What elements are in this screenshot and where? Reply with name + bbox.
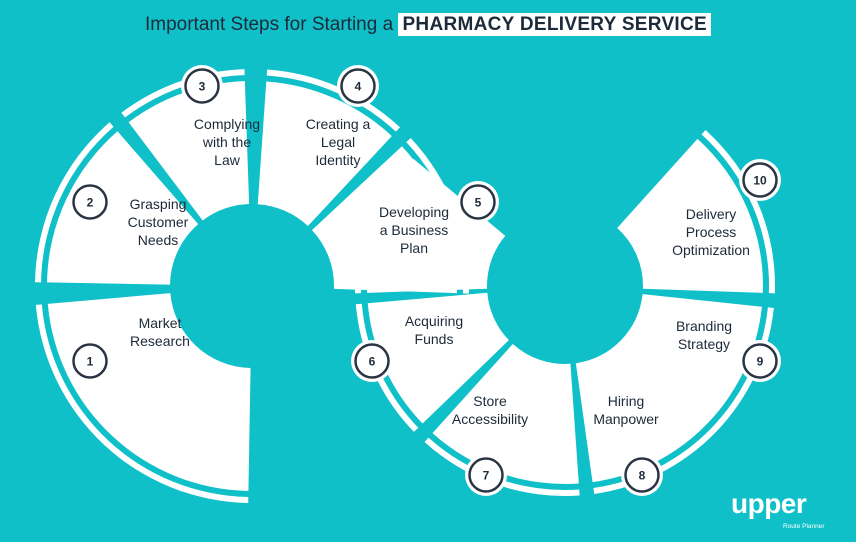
step-label-line: Branding xyxy=(676,318,732,334)
step-badge-5: 5 xyxy=(457,181,499,223)
upper-logo: upper Route Planner xyxy=(731,488,831,532)
step-label-line: Delivery xyxy=(686,206,737,222)
step-band-4 xyxy=(266,69,400,132)
step-band-6 xyxy=(355,151,409,294)
step-label-line: Identity xyxy=(315,152,360,168)
badge-ring xyxy=(340,68,376,104)
step-badge-7: 7 xyxy=(465,454,507,496)
step-segment-6 xyxy=(366,158,506,293)
badge-number: 7 xyxy=(483,469,490,483)
step-label-line: Research xyxy=(130,333,190,349)
step-label-line: Creating a xyxy=(306,116,371,132)
step-badge-4: 4 xyxy=(337,65,379,107)
step-label-line: Process xyxy=(686,224,737,240)
step-segment-9 xyxy=(575,294,762,483)
badge-number: 9 xyxy=(757,355,764,369)
step-segment-10 xyxy=(617,138,764,293)
badge-number: 1 xyxy=(87,355,94,369)
title-highlight: PHARMACY DELIVERY SERVICE xyxy=(398,13,711,36)
step-label-line: Developing xyxy=(379,204,449,220)
step-segment-7 xyxy=(367,292,509,424)
step-badge-3: 3 xyxy=(181,65,223,107)
step-segment-4 xyxy=(257,81,392,227)
step-label-line: Legal xyxy=(321,134,355,150)
step-badge-2: 2 xyxy=(69,181,111,223)
step-label-line: Acquiring xyxy=(405,313,463,329)
badge-ring xyxy=(72,343,108,379)
step-label-line: Law xyxy=(214,152,241,168)
step-badge-9: 9 xyxy=(739,340,781,382)
step-segment-8 xyxy=(432,343,579,485)
logo-word: upper xyxy=(731,488,807,519)
badge-ring xyxy=(742,343,778,379)
step-band-10 xyxy=(701,129,775,294)
step-label-line: Strategy xyxy=(678,336,730,352)
step-label-line: Store xyxy=(473,393,507,409)
step-label-line: Complying xyxy=(194,116,260,132)
step-label-line: with the xyxy=(202,134,251,150)
step-segment-3 xyxy=(128,81,250,221)
step-badge-10: 10 xyxy=(739,159,781,201)
step-band-3 xyxy=(121,69,245,118)
badge-ring xyxy=(468,457,504,493)
step-segment-2 xyxy=(47,131,199,285)
title-prefix: Important Steps for Starting a xyxy=(144,14,399,35)
badge-ring xyxy=(742,162,778,198)
step-band-7 xyxy=(355,303,419,432)
step-label-line: Market xyxy=(139,315,182,331)
badge-ring xyxy=(624,457,660,493)
badge-number: 10 xyxy=(753,174,767,188)
badge-number: 3 xyxy=(199,80,206,94)
step-label-line: Plan xyxy=(400,240,428,256)
step-label-line: Manpower xyxy=(593,411,659,427)
logo-tagline: Route Planner xyxy=(783,523,825,530)
step-label-line: a Business xyxy=(380,222,448,238)
step-label-line: Customer xyxy=(128,214,189,230)
badge-ring xyxy=(460,184,496,220)
step-badge-6: 6 xyxy=(351,340,393,382)
badge-number: 5 xyxy=(475,196,482,210)
step-label-line: Accessibility xyxy=(452,411,528,427)
badge-number: 2 xyxy=(87,196,94,210)
step-label-line: Needs xyxy=(138,232,178,248)
badge-number: 8 xyxy=(639,469,646,483)
step-badge-8: 8 xyxy=(621,454,663,496)
step-badge-1: 1 xyxy=(69,340,111,382)
badge-number: 4 xyxy=(355,80,362,94)
page-title: Important Steps for Starting a PHARMACY … xyxy=(0,13,856,36)
step-label-line: Grasping xyxy=(130,196,187,212)
badge-ring xyxy=(354,343,390,379)
badge-ring xyxy=(72,184,108,220)
step-label-line: Optimization xyxy=(672,242,750,258)
badge-ring xyxy=(184,68,220,104)
badge-number: 6 xyxy=(369,355,376,369)
step-band-9 xyxy=(593,307,774,494)
step-label-line: Funds xyxy=(415,331,454,347)
step-label-line: Hiring xyxy=(608,393,645,409)
